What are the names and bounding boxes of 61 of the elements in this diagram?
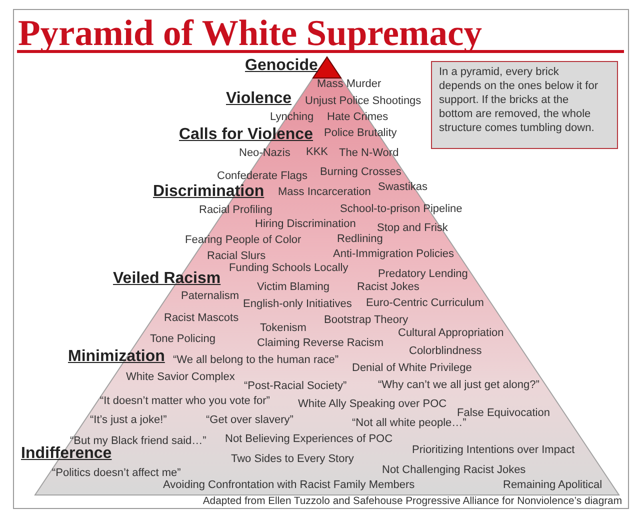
level-heading: Genocide — [245, 57, 318, 75]
level-heading: Violence — [226, 90, 292, 108]
caption: Adapted from Ellen Tuzzolo and Safehouse Progressive Alliance for Nonviolence’s diagram — [202, 496, 622, 508]
term-label: English-only Initiatives — [243, 298, 352, 310]
title: Pyramid of White Supremacy — [18, 16, 482, 49]
term-label: “Get over slavery” — [206, 414, 294, 426]
term-label: Racial Slurs — [207, 250, 266, 262]
term-label: Racist Mascots — [164, 312, 239, 324]
term-label: “Why can’t we all just get along?” — [378, 378, 540, 392]
term-label: Not Challenging Racist Jokes — [382, 464, 526, 476]
term-label: “Not all white people…” — [352, 416, 466, 430]
term-label: The N-Word — [339, 146, 399, 160]
term-label: Stop and Frisk — [377, 222, 448, 234]
term-label: Burning Crosses — [320, 166, 402, 178]
term-label: School-to-prison Pipeline — [340, 202, 462, 216]
term-label: Funding Schools Locally — [229, 262, 348, 274]
term-label: Fearing People of Color — [185, 234, 302, 246]
term-label: Hate Crimes — [327, 110, 388, 124]
term-label: Remaining Apolitical — [503, 478, 602, 492]
term-label: False Equivocation — [457, 406, 550, 418]
term-label: “Politics doesn’t affect me” — [52, 466, 181, 480]
term-label: Racist Jokes — [357, 280, 420, 294]
term-label: Not Believing Experiences of POC — [225, 432, 393, 446]
note-box: In a pyramid, every brick depends on the ones below it for support. If the bricks at the bottom are removed, the whole structure comes tumbling down. — [431, 61, 618, 149]
term-label: Cultural Appropriation — [398, 326, 504, 340]
term-label: Denial of White Privilege — [352, 362, 472, 374]
term-label: Euro-Centric Curriculum — [366, 296, 484, 310]
level-heading: Veiled Racism — [113, 270, 221, 288]
term-label: Tokenism — [260, 322, 306, 334]
term-label: Predatory Lending — [378, 268, 468, 280]
term-label: “We all belong to the human race” — [173, 354, 338, 366]
term-label: “It doesn’t matter who you vote for” — [100, 394, 270, 408]
term-label: Claiming Reverse Racism — [257, 336, 384, 350]
term-label: White Savior Complex — [126, 370, 235, 384]
term-label: Racial Profiling — [199, 204, 272, 216]
level-heading: Discrimination — [153, 183, 264, 201]
level-heading: Indifference — [21, 445, 112, 463]
term-label: Mass Murder — [317, 78, 382, 90]
term-label: Two Sides to Every Story — [231, 452, 354, 466]
term-label: Prioritizing Intentions over Impact — [412, 444, 575, 456]
term-label: “It’s just a joke!” — [90, 414, 167, 426]
level-heading: Minimization — [68, 348, 165, 366]
term-label: Confederate Flags — [217, 170, 308, 182]
term-label: Victim Blaming — [257, 280, 330, 294]
term-label: “Post-Racial Society” — [244, 380, 347, 392]
term-label: Neo-Nazis — [239, 146, 290, 160]
term-label: Colorblindness — [409, 344, 482, 358]
term-label: Hiring Discrimination — [255, 218, 356, 230]
term-label: Avoiding Confrontation with Racist Family Members — [163, 478, 415, 492]
term-label: Swastikas — [378, 180, 428, 194]
term-label: White Ally Speaking over POC — [298, 398, 447, 410]
term-label: Bootstrap Theory — [324, 314, 408, 326]
term-label: Anti-Immigration Policies — [333, 248, 454, 260]
term-label: Tone Policing — [150, 332, 216, 346]
term-label: Mass Incarceration — [278, 186, 371, 198]
term-label: Police Brutality — [324, 126, 397, 140]
term-label: Paternalism — [181, 290, 240, 302]
term-label: Redlining — [337, 232, 383, 246]
term-label: KKK — [306, 146, 328, 158]
term-label: “But my Black friend said…” — [70, 434, 206, 446]
level-heading: Calls for Violence — [179, 126, 313, 144]
